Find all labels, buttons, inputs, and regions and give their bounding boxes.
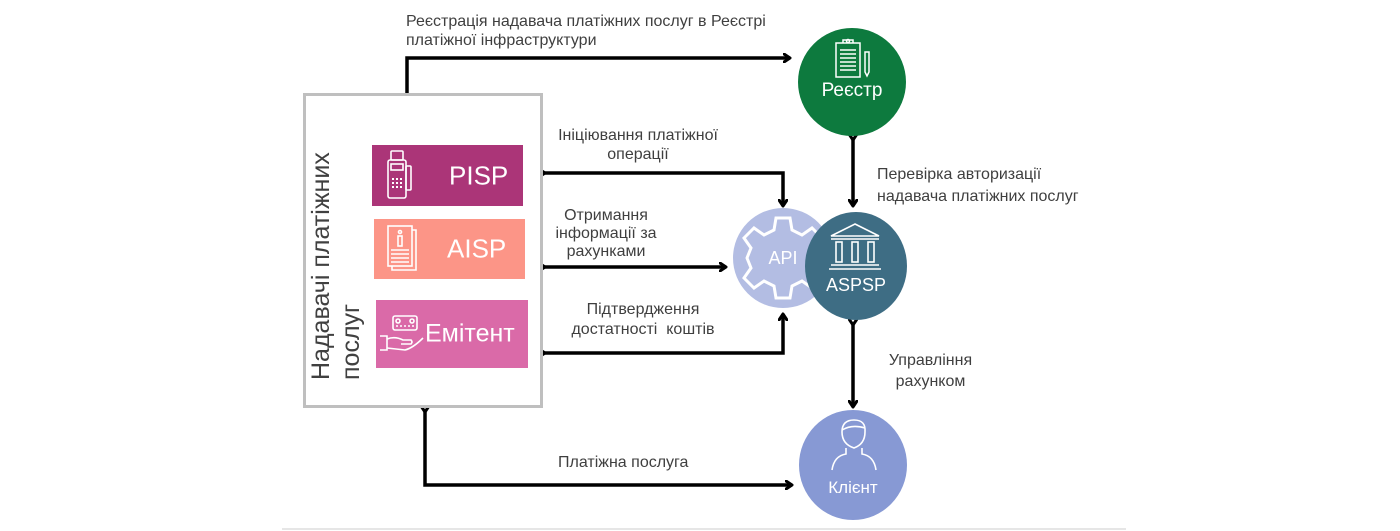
payment-providers-title-text: Надавачі платіжних послуг <box>307 152 365 380</box>
edge-label-account-info-line1: Отримання <box>564 207 648 224</box>
node-aspsp[interactable]: ASPSP <box>805 212 907 320</box>
node-api-label: API <box>768 248 798 268</box>
edge-label-account-management: Управління рахунком <box>878 350 983 392</box>
bottom-divider <box>282 528 1126 530</box>
edge-label-registration-line1: Реєстрація надавача платіжних послуг в Р… <box>406 13 766 30</box>
payment-providers-title: Надавачі платіжних послуг <box>306 110 366 380</box>
card-in-hand-icon <box>380 315 424 351</box>
edge-label-registration: Реєстрація надавача платіжних послуг в Р… <box>406 12 766 50</box>
service-pisp-label: PISP <box>449 160 509 190</box>
account-document-icon <box>387 225 417 271</box>
node-registry[interactable]: Реєстр <box>798 28 906 136</box>
edge-label-initiation-line2: операції <box>607 146 669 163</box>
edge-label-authorization-check: Перевірка авторизації надавача платіжних… <box>877 164 1079 208</box>
service-emitent-label: Емітент <box>425 319 515 348</box>
arrow-initiation <box>545 173 783 206</box>
edge-label-registration-line2: платіжної інфраструктури <box>406 32 597 49</box>
arrow-funds-confirmation <box>545 314 783 353</box>
edge-label-authorization-check-line1: Перевірка авторизації <box>877 166 1042 183</box>
service-emitent[interactable]: Емітент <box>376 300 528 368</box>
node-client[interactable]: Клієнт <box>799 410 907 520</box>
edge-label-authorization-check-line2: надавача платіжних послуг <box>877 188 1079 205</box>
arrow-payment-service <box>425 412 792 485</box>
pos-terminal-icon <box>387 150 412 199</box>
node-registry-label: Реєстр <box>821 80 883 101</box>
edge-label-payment-service: Платіжна послуга <box>558 453 688 472</box>
edge-label-account-info-line2: інформації за <box>555 225 657 242</box>
edge-label-funds-confirmation-line1: Підтвердження <box>586 301 700 318</box>
node-client-label: Клієнт <box>828 478 878 497</box>
edge-label-account-info-line3: рахунками <box>566 243 646 260</box>
service-aisp-label: AISP <box>447 233 507 264</box>
node-aspsp-label: ASPSP <box>825 275 887 295</box>
edge-label-payment-service-line1: Платіжна послуга <box>558 454 689 471</box>
person-icon <box>831 419 877 471</box>
edge-label-account-management-line2: рахунком <box>895 373 966 390</box>
service-aisp[interactable]: AISP <box>374 219 525 279</box>
edge-label-funds-confirmation-line2: достатності коштів <box>571 321 715 338</box>
clipboard-icon <box>835 38 870 78</box>
edge-label-account-management-line1: Управління <box>888 352 973 369</box>
edge-label-initiation: Ініціювання платіжної операції <box>548 126 728 164</box>
edge-label-initiation-line1: Ініціювання платіжної <box>558 127 718 144</box>
bank-building-icon <box>829 223 881 270</box>
edge-label-account-info: Отримання інформації за рахунками <box>546 207 666 261</box>
arrow-registration <box>407 58 790 95</box>
service-pisp[interactable]: PISP <box>372 145 523 206</box>
edge-label-funds-confirmation: Підтвердження достатності коштів <box>558 300 728 340</box>
